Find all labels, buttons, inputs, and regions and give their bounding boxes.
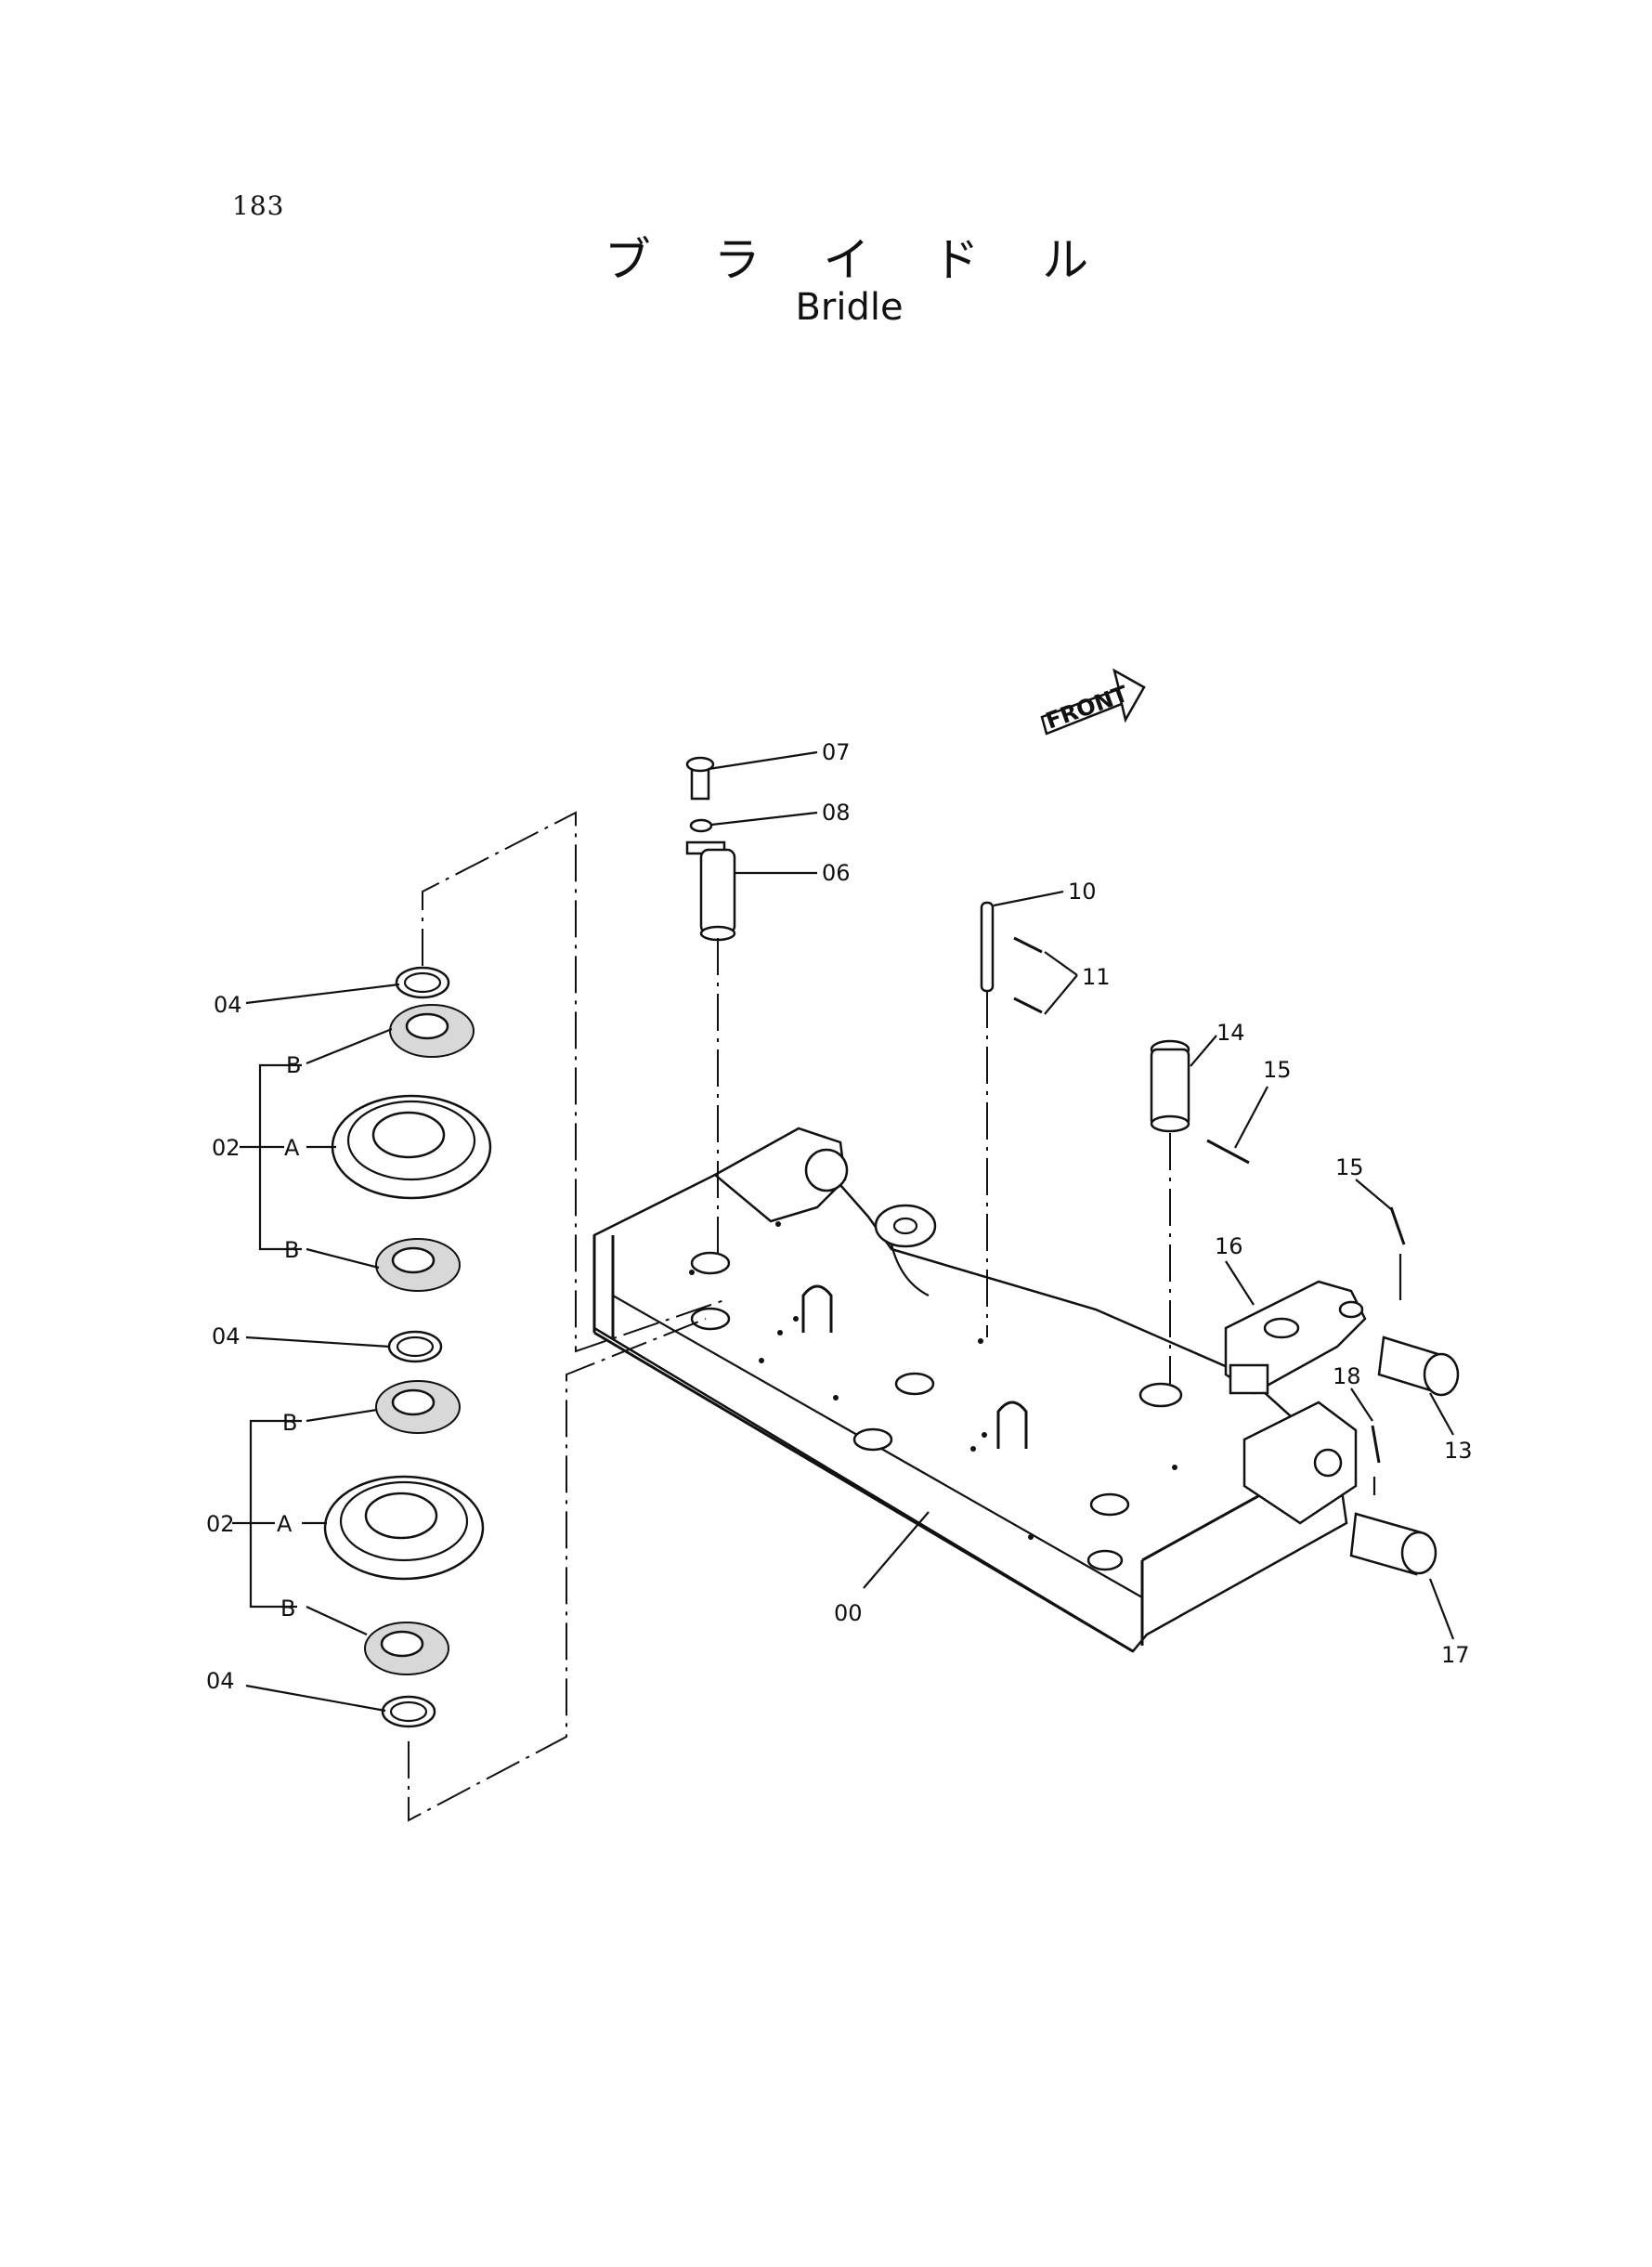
label-06: 06 (822, 860, 851, 886)
label-sub-a-lower: A (277, 1511, 293, 1537)
label-14: 14 (1216, 1020, 1245, 1046)
label-02-lower: 02 (206, 1511, 235, 1537)
label-sub-b-1: B (286, 1052, 301, 1078)
label-10: 10 (1068, 879, 1097, 905)
label-13: 13 (1444, 1438, 1473, 1464)
label-11: 11 (1082, 964, 1111, 990)
label-sub-b-3: B (282, 1410, 297, 1436)
label-sub-b-4: B (280, 1596, 295, 1622)
pin-17 (1349, 1425, 1437, 1576)
title-japanese: ブ ラ イ ド ル (604, 233, 1113, 287)
group-brackets (232, 1063, 302, 1609)
pin-14-assembly (1150, 1039, 1250, 1384)
front-arrow-label: FRONT (1042, 681, 1131, 735)
label-sub-b-2: B (284, 1237, 299, 1263)
title-english: Bridle (795, 286, 904, 329)
front-arrow: FRONT (1040, 668, 1146, 736)
label-16: 16 (1215, 1233, 1243, 1259)
label-04-top: 04 (214, 992, 242, 1018)
label-15-a: 15 (1263, 1057, 1292, 1083)
label-00: 00 (834, 1600, 863, 1626)
pin-13 (1377, 1206, 1460, 1397)
pin-06-assembly (685, 756, 736, 1258)
label-17: 17 (1441, 1642, 1470, 1668)
label-sub-a-upper: A (284, 1135, 300, 1161)
label-04-bottom: 04 (206, 1668, 235, 1694)
page-number: 183 (232, 190, 285, 221)
pin-10-assembly (980, 901, 1043, 1337)
label-07: 07 (822, 739, 851, 765)
label-04-mid: 04 (212, 1323, 241, 1349)
label-02-upper: 02 (212, 1135, 241, 1161)
leader-lines (245, 750, 1455, 1713)
label-15-b: 15 (1335, 1154, 1364, 1180)
clevis-16 (1224, 1280, 1367, 1395)
label-18: 18 (1333, 1363, 1361, 1389)
label-08: 08 (822, 800, 851, 826)
part-labels: 00 02 02 04 04 04 A A B B B B 06 07 08 1… (206, 739, 1473, 1694)
